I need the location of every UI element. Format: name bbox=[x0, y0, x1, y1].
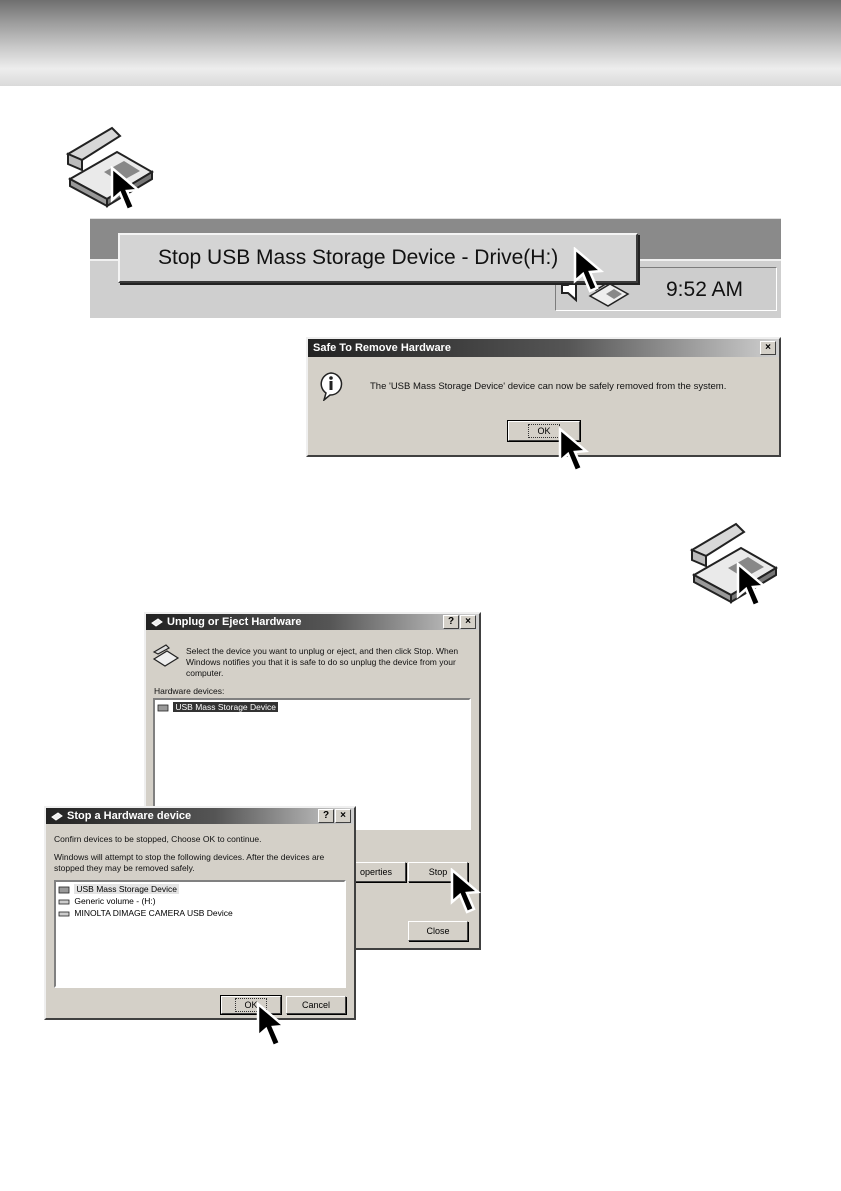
ok-label: OK bbox=[528, 424, 560, 438]
instructions-text: Select the device you want to unplug or … bbox=[186, 646, 459, 678]
list-item[interactable]: Generic volume - (H:) bbox=[58, 896, 156, 906]
drive-icon bbox=[58, 899, 70, 905]
clock: 9:52 AM bbox=[666, 278, 744, 301]
devices-to-stop-list[interactable]: USB Mass Storage Device Generic volume -… bbox=[54, 880, 346, 988]
hardware-icon bbox=[51, 812, 63, 821]
cursor-arrow-icon bbox=[110, 166, 142, 212]
titlebar: Stop a Hardware device ? × bbox=[46, 808, 354, 824]
titlebar: Unplug or Eject Hardware ? × bbox=[146, 614, 479, 630]
cursor-arrow-icon bbox=[450, 868, 482, 914]
cursor-arrow-icon bbox=[573, 247, 605, 293]
cancel-button[interactable]: Cancel bbox=[286, 996, 346, 1014]
confirm-text: Confirn devices to be stopped, Choose OK… bbox=[54, 834, 262, 844]
stop-hardware-device-dialog: Stop a Hardware device ? × Confirn devic… bbox=[44, 806, 356, 1048]
properties-label: operties bbox=[359, 867, 393, 877]
dialog-title: Unplug or Eject Hardware bbox=[167, 616, 302, 628]
hardware-icon bbox=[151, 618, 163, 627]
cursor-arrow-icon bbox=[558, 427, 590, 473]
header-band bbox=[0, 0, 841, 86]
drive-icon bbox=[58, 911, 70, 917]
dialog-message: The 'USB Mass Storage Device' device can… bbox=[370, 381, 727, 392]
list-item[interactable]: USB Mass Storage Device bbox=[58, 884, 179, 894]
hardware-icon bbox=[152, 644, 180, 667]
list-item[interactable]: MINOLTA DIMAGE CAMERA USB Device bbox=[58, 908, 233, 918]
list-item-label: USB Mass Storage Device bbox=[173, 702, 278, 712]
stop-device-menu-label: Stop USB Mass Storage Device - Drive(H:) bbox=[158, 246, 559, 269]
list-item-label: Generic volume - (H:) bbox=[74, 896, 156, 906]
close-label: Close bbox=[426, 926, 450, 936]
cursor-arrow-icon bbox=[256, 1002, 288, 1048]
info-icon bbox=[320, 372, 343, 401]
titlebar: Safe To Remove Hardware × bbox=[308, 339, 779, 357]
cancel-label: Cancel bbox=[301, 1000, 330, 1010]
list-item-label: USB Mass Storage Device bbox=[74, 884, 179, 894]
cursor-arrow-icon bbox=[736, 562, 768, 608]
close-dialog-button[interactable]: Close bbox=[408, 921, 468, 941]
list-item-label: MINOLTA DIMAGE CAMERA USB Device bbox=[74, 908, 233, 918]
dialog-title: Stop a Hardware device bbox=[67, 810, 192, 822]
speaker-icon bbox=[561, 275, 577, 303]
usb-device-icon bbox=[58, 886, 70, 894]
safe-to-remove-dialog: Safe To Remove Hardware × The 'USB Mass … bbox=[306, 337, 781, 473]
stop-device-menu-item[interactable]: Stop USB Mass Storage Device - Drive(H:) bbox=[118, 233, 638, 283]
taskbar-scene: 9:52 AM Stop USB Mass Storage Device - D… bbox=[90, 218, 781, 318]
close-button[interactable]: × bbox=[460, 615, 476, 629]
hardware-devices-label: Hardware devices: bbox=[154, 686, 225, 696]
usb-device-icon bbox=[157, 704, 169, 712]
help-button[interactable]: ? bbox=[443, 615, 459, 629]
close-button[interactable]: × bbox=[335, 809, 351, 823]
list-item[interactable]: USB Mass Storage Device bbox=[157, 702, 278, 712]
dialog-title: Safe To Remove Hardware bbox=[313, 342, 451, 354]
warning-text: Windows will attempt to stop the followi… bbox=[54, 852, 325, 873]
help-button[interactable]: ? bbox=[318, 809, 334, 823]
ok-label: OK bbox=[235, 998, 267, 1012]
stop-label: Stop bbox=[428, 867, 448, 877]
close-button[interactable]: × bbox=[760, 341, 776, 355]
